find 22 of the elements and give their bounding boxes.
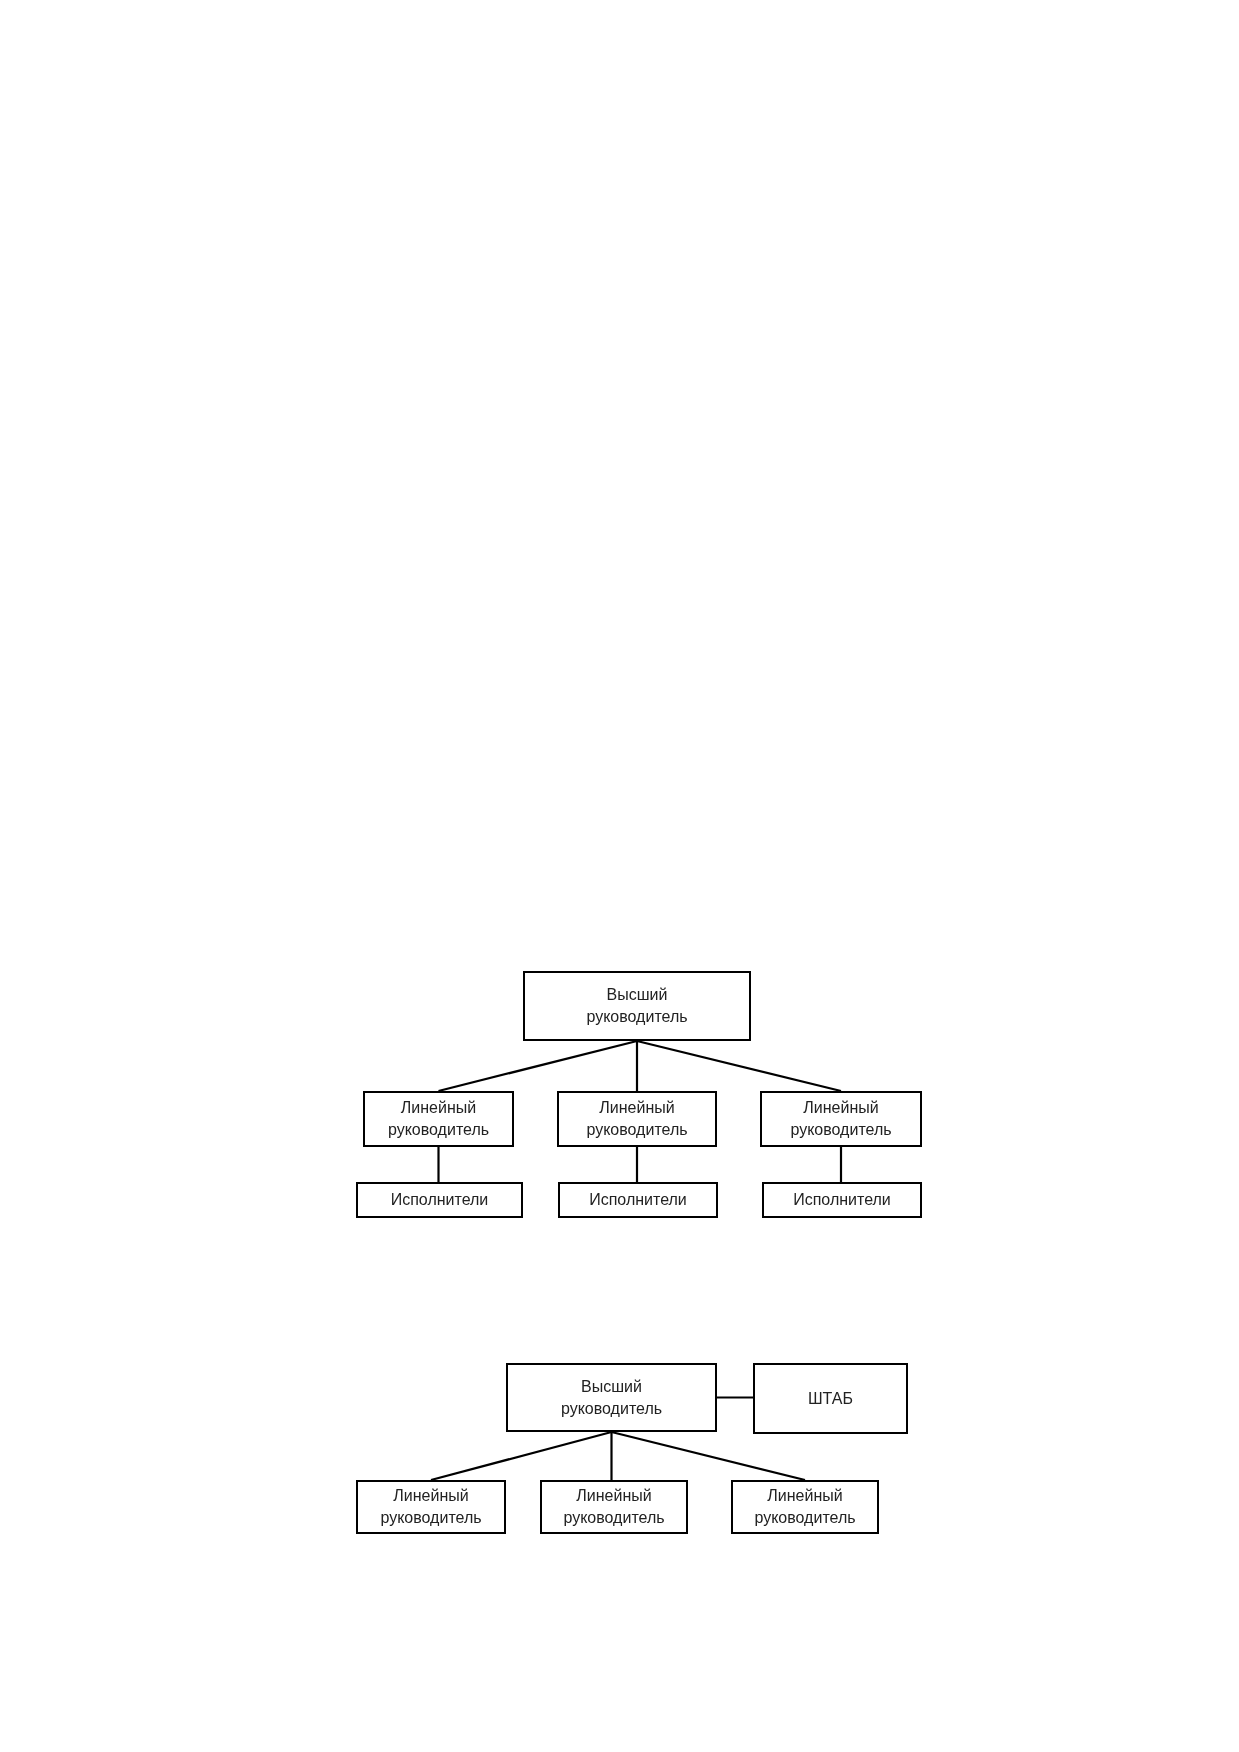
connector-line [437,1147,440,1182]
org-box: Исполнители [762,1182,922,1218]
connector-line [636,1039,842,1093]
org-box: Высший руководитель [523,971,751,1041]
org-box: Линейный руководитель [363,1091,514,1147]
connector-line [438,1039,638,1093]
connector-line [611,1430,806,1482]
connector-line [635,1041,639,1091]
org-box: Линейный руководитель [731,1480,879,1534]
org-box: ШТАБ [753,1363,908,1434]
connector-line [839,1147,843,1182]
org-box: Линейный руководитель [540,1480,688,1534]
org-box: Высший руководитель [506,1363,717,1432]
org-box: Исполнители [356,1182,523,1218]
connector-line [610,1432,613,1480]
org-box: Линейный руководитель [760,1091,922,1147]
org-box: Линейный руководитель [557,1091,717,1147]
org-box: Исполнители [558,1182,718,1218]
connector-line [430,1430,612,1482]
connector-line [635,1147,639,1182]
connector-line [717,1396,753,1399]
org-box: Линейный руководитель [356,1480,506,1534]
